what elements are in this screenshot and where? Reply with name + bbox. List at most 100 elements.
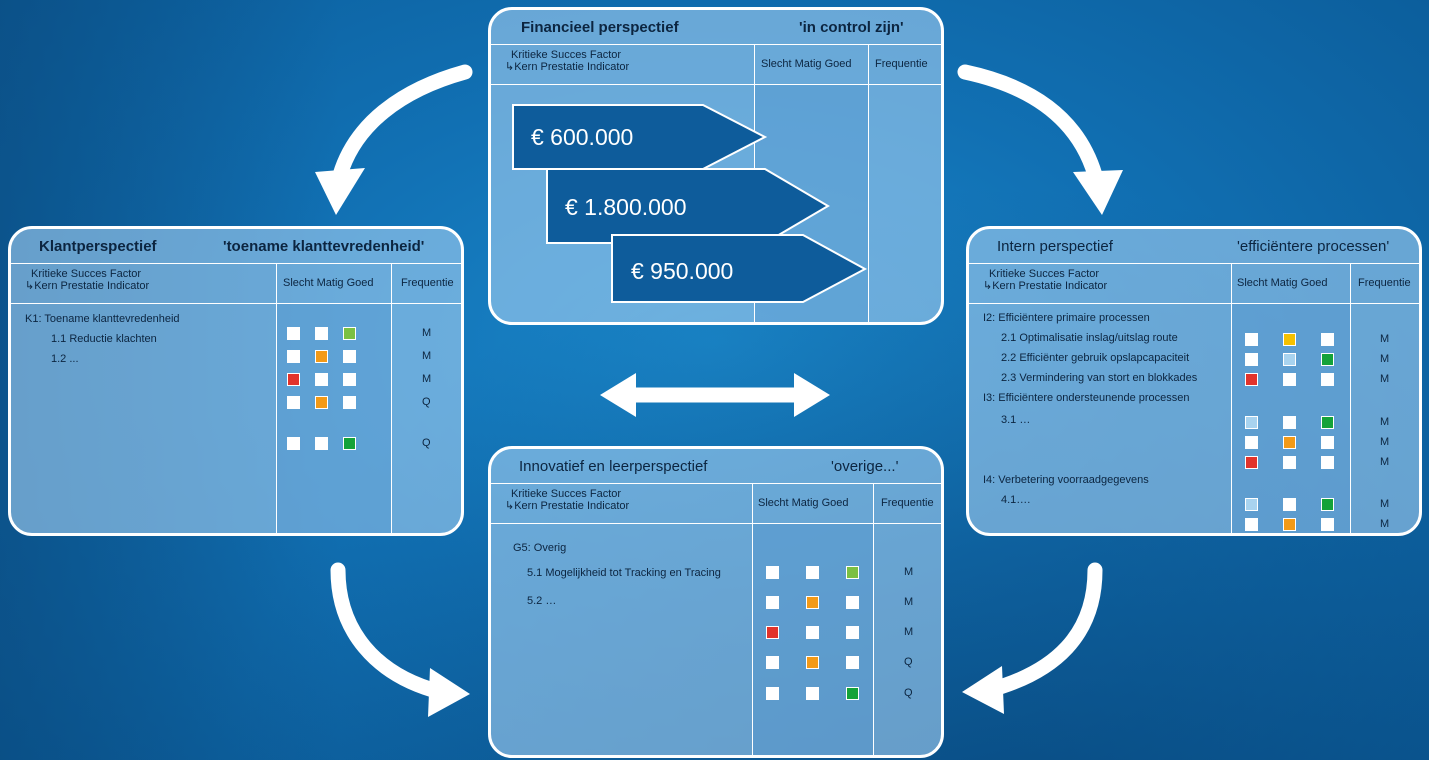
list-item: 3.1 … <box>1001 414 1031 426</box>
rating-square-slecht <box>1245 353 1258 366</box>
rating-square-matig <box>1283 333 1296 346</box>
table-header: Kritieke Succes Factor ↳Kern Prestatie I… <box>491 483 941 524</box>
panel-goal: 'toename klanttevredenheid' <box>223 238 425 255</box>
rating-square-matig <box>806 566 819 579</box>
list-item: 2.2 Efficiënter gebruik opslapcapaciteit <box>1001 352 1190 364</box>
rating-square-goed <box>1321 436 1334 449</box>
amount-label-2: € 1.800.000 <box>565 194 687 220</box>
arrowhead-innovatief-right <box>962 666 1004 714</box>
rating-square-slecht <box>1245 498 1258 511</box>
ksf-label: Kritieke Succes Factor <box>989 268 1100 280</box>
ksf-arrow-icon: ↳ <box>505 61 515 73</box>
list-item: 4.1…. <box>1001 494 1031 506</box>
rating-square-goed <box>1321 498 1334 511</box>
column-divider <box>1350 263 1351 533</box>
frequency-label: M <box>1380 353 1390 365</box>
panel-title-bar: Intern perspectief 'efficiëntere process… <box>969 229 1419 264</box>
list-item: K1: Toename klanttevredenheid <box>25 313 180 325</box>
frequency-label: Q <box>422 437 431 449</box>
rating-square-goed <box>846 596 859 609</box>
rating-square-slecht <box>766 596 779 609</box>
col-goed: Goed <box>1300 277 1328 289</box>
column-divider <box>873 483 874 755</box>
rating-square-goed <box>1321 456 1334 469</box>
amount-label-3: € 950.000 <box>631 258 734 284</box>
amount-arrow-2 <box>546 168 830 244</box>
rating-square-slecht <box>766 566 779 579</box>
rating-square-slecht <box>1245 416 1258 429</box>
ksf-arrow-icon: ↳ <box>25 280 35 292</box>
rating-square-slecht <box>1245 333 1258 346</box>
rating-square-goed <box>1321 518 1334 531</box>
arrowhead-center-left <box>600 373 636 417</box>
rating-square-slecht <box>1245 373 1258 386</box>
panel-klant: Klantperspectief 'toename klanttevredenh… <box>8 226 464 536</box>
frequency-label: M <box>904 626 914 638</box>
rating-square-matig <box>315 350 328 363</box>
col-goed: Goed <box>346 277 374 289</box>
rating-square-goed <box>1321 333 1334 346</box>
rating-square-goed <box>1321 416 1334 429</box>
panel-intern: Intern perspectief 'efficiëntere process… <box>966 226 1422 536</box>
rating-square-goed <box>846 656 859 669</box>
arrowhead-innovatief-left <box>428 668 470 717</box>
arrow-financieel-to-intern <box>957 64 1103 183</box>
arrow-klant-to-innovatief <box>330 562 448 700</box>
rating-square-matig <box>1283 416 1296 429</box>
list-item: 2.1 Optimalisatie inslag/uitslag route <box>1001 332 1178 344</box>
rating-square-matig <box>315 396 328 409</box>
rating-square-slecht <box>287 373 300 386</box>
frequency-label: M <box>1380 436 1390 448</box>
rating-square-matig <box>806 626 819 639</box>
col-matig: Matig <box>316 277 344 289</box>
rating-square-slecht <box>766 626 779 639</box>
list-item: G5: Overig <box>513 542 567 554</box>
list-item: I2: Efficiëntere primaire processen <box>983 312 1150 324</box>
col-slecht: Slecht <box>283 277 314 289</box>
col-slecht: Slecht <box>758 497 789 509</box>
col-slecht: Slecht <box>1237 277 1268 289</box>
rating-square-matig <box>1283 373 1296 386</box>
rating-square-matig <box>315 327 328 340</box>
rating-square-matig <box>315 373 328 386</box>
column-divider <box>1231 263 1232 533</box>
panel-title: Financieel perspectief <box>521 19 679 36</box>
ksf-label: Kritieke Succes Factor <box>511 488 622 500</box>
ksf-label: Kritieke Succes Factor <box>511 49 622 61</box>
frequency-label: Q <box>904 687 913 699</box>
rating-square-slecht <box>766 656 779 669</box>
rating-square-goed <box>846 566 859 579</box>
rating-square-goed <box>1321 353 1334 366</box>
frequency-label: M <box>1380 456 1390 468</box>
col-matig: Matig <box>791 497 819 509</box>
amount-label-1: € 600.000 <box>531 124 634 150</box>
frequency-label: Q <box>422 396 431 408</box>
rating-square-goed <box>1321 373 1334 386</box>
amount-arrow-1 <box>512 104 768 170</box>
table-header: Kritieke Succes Factor ↳Kern Prestatie I… <box>491 44 941 85</box>
list-item: 5.1 Mogelijkheid tot Tracking en Tracing <box>527 567 721 579</box>
rating-column-shade <box>753 524 873 755</box>
arrow-intern-to-innovatief <box>982 562 1103 698</box>
rating-square-goed <box>343 437 356 450</box>
frequency-label: Q <box>904 656 913 668</box>
frequency-label: M <box>422 350 432 362</box>
panel-title: Innovatief en leerperspectief <box>519 458 708 475</box>
rating-square-slecht <box>766 687 779 700</box>
col-frequentie: Frequentie <box>881 497 934 509</box>
arrowhead-klant <box>315 168 365 215</box>
panel-title-bar: Klantperspectief 'toename klanttevredenh… <box>11 229 461 264</box>
col-goed: Goed <box>824 58 852 70</box>
amount-arrow-3 <box>611 234 868 303</box>
kpi-label: Kern Prestatie Indicator <box>514 500 630 512</box>
rating-square-matig <box>1283 498 1296 511</box>
rating-square-slecht <box>287 437 300 450</box>
kpi-label: Kern Prestatie Indicator <box>34 280 150 292</box>
col-slecht: Slecht <box>761 58 792 70</box>
table-header: Kritieke Succes Factor ↳Kern Prestatie I… <box>969 263 1419 304</box>
rating-square-matig <box>806 687 819 700</box>
frequency-label: M <box>1380 373 1390 385</box>
frequency-label: M <box>1380 498 1390 510</box>
rating-square-matig <box>806 596 819 609</box>
rating-square-matig <box>1283 456 1296 469</box>
